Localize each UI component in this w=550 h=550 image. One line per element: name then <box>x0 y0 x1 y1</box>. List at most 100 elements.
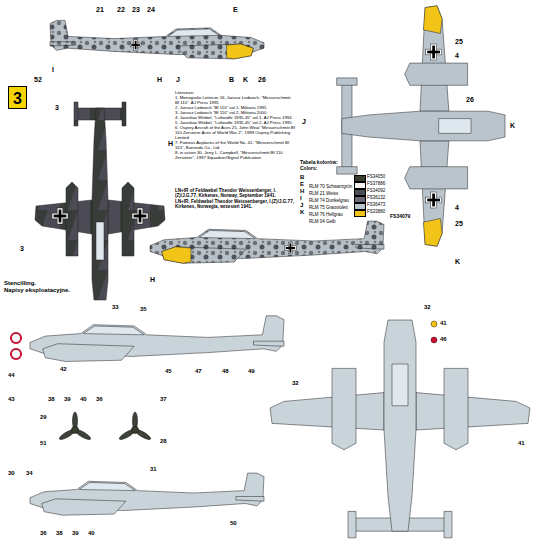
literature-entry: 2. Janusz Ledwoch "Bf 110" vol.1, Milita… <box>175 105 295 110</box>
engine-nacelle <box>332 368 356 449</box>
canopy <box>96 222 104 260</box>
fin <box>444 511 452 537</box>
callout-letter: 26 <box>258 76 266 83</box>
literature-entry: 5. Jarosław Wróbel, "Luftwaffe 1935-45" … <box>175 120 295 125</box>
literature-entry: Literature: <box>175 90 295 95</box>
callout-letter: H <box>157 76 162 83</box>
colour-row: RLM 75 Grauviolett <box>309 195 348 201</box>
roundel-marks <box>11 321 437 359</box>
fuselage <box>92 108 108 300</box>
callout-number: 38 <box>56 530 63 536</box>
caption-text: LN+IR, Feldwebel Theodor Weissenberger, … <box>175 199 297 210</box>
engine-nacelle <box>405 167 468 189</box>
fin <box>337 78 357 85</box>
colour-letter: E <box>300 181 304 187</box>
callout-letter: 23 <box>132 6 140 13</box>
callout-number: 40 <box>88 530 95 536</box>
side-view <box>150 221 384 263</box>
propeller <box>118 412 152 441</box>
tailplane <box>254 341 284 346</box>
callout-letter: K <box>455 258 460 265</box>
balkenkreuz <box>52 208 68 224</box>
colour-row: RLM 04 Gelb <box>309 209 336 215</box>
colour-dot <box>431 321 437 327</box>
callout-number: 48 <box>222 368 229 374</box>
colour-swatch <box>354 196 366 203</box>
tailplane <box>50 42 76 46</box>
callout-number: 42 <box>60 366 67 372</box>
callout-number: 40 <box>80 396 87 402</box>
caption-block: LN+IR of Feldwebel Theodor Weissenberger… <box>175 188 297 209</box>
section-title: Stencilling. <box>4 280 36 286</box>
yellow-cowling <box>162 247 191 263</box>
caption: LN+IR of Feldwebel Theodor Weissenberger… <box>175 188 297 199</box>
roundel <box>11 349 21 359</box>
fin <box>348 511 356 537</box>
callout-number: 36 <box>40 530 47 536</box>
callout-number: 51 <box>40 440 47 446</box>
callout-letter: I <box>52 66 54 73</box>
plan-view <box>337 6 505 247</box>
literature-entry: 4. Jarosław Wróbel, "Luftwaffe 1935-45" … <box>175 115 295 120</box>
literature-list: Literature:1. Monografie Lotnicze 16, Ja… <box>175 90 295 160</box>
profile-number: 3 <box>13 90 22 107</box>
callout-number: 30 <box>8 470 15 476</box>
fs-code: FS36132 <box>367 196 385 201</box>
callout-number: 43 <box>8 396 15 402</box>
colour-row: RLM 70 Schwarzgrün <box>309 174 352 180</box>
callout-letter: 3 <box>20 245 24 252</box>
colour-name: RLM 74 Dunkelgrau <box>309 198 349 203</box>
colour-letter: I <box>300 195 302 201</box>
callout-letter: H <box>150 276 155 283</box>
fs-code: FS37886 <box>367 182 385 187</box>
yellow-wingtip <box>423 219 442 247</box>
fin <box>74 102 78 126</box>
side-view <box>30 316 284 362</box>
callout-letter: J <box>176 76 180 83</box>
literature-entry: 8. in action 30, Jerry L. Campbell, "Mes… <box>175 150 295 160</box>
colour-swatch <box>354 189 366 196</box>
colour-letter: K <box>300 209 304 215</box>
side-view <box>30 473 264 515</box>
canopy <box>83 326 144 335</box>
colour-name: RLM 75 Grauviolett <box>309 205 348 210</box>
wing <box>270 393 384 430</box>
colour-name: RLM 70 Schwarzgrün <box>309 184 352 189</box>
plan-view <box>270 320 530 538</box>
plan-view <box>35 102 165 300</box>
callout-number: 32 <box>292 380 299 386</box>
canopy <box>168 29 219 36</box>
colour-swatch <box>354 210 366 217</box>
callout-number: 34 <box>26 470 33 476</box>
colour-letter: B <box>300 174 304 180</box>
propeller <box>58 412 92 441</box>
callout-number: 37 <box>160 396 167 402</box>
colour-name: RLM 21 Weiss <box>309 191 338 196</box>
callout-number: 39 <box>64 396 71 402</box>
spinner <box>71 426 78 433</box>
callout-number: 46 <box>440 336 447 342</box>
engine-nacelle <box>42 499 126 515</box>
section-title: Napisy eksploatacyjne. <box>4 287 70 293</box>
canopy <box>439 119 471 134</box>
callout-letter: 22 <box>117 6 125 13</box>
callout-letter: 25 <box>455 38 463 45</box>
callout-number: 36 <box>96 396 103 402</box>
canopy <box>392 364 408 406</box>
callout-number: 28 <box>160 438 167 444</box>
callout-number: 33 <box>112 304 119 310</box>
tailplane <box>356 244 384 249</box>
callout-number: 41 <box>518 440 525 446</box>
fuselage <box>342 111 505 141</box>
callout-number: 32 <box>424 304 431 310</box>
balkenkreuz <box>130 40 141 51</box>
callout-number: 35 <box>140 306 147 312</box>
wing <box>420 141 449 246</box>
colour-name: RLM 04 Gelb <box>309 219 336 224</box>
balkenkreuz <box>426 44 442 60</box>
callout-number: 38 <box>48 396 55 402</box>
literature-entry: 1. Monografie Lotnicze 16, Janusz Ledwoc… <box>175 95 295 105</box>
roundel <box>11 333 21 343</box>
wing <box>108 200 165 234</box>
